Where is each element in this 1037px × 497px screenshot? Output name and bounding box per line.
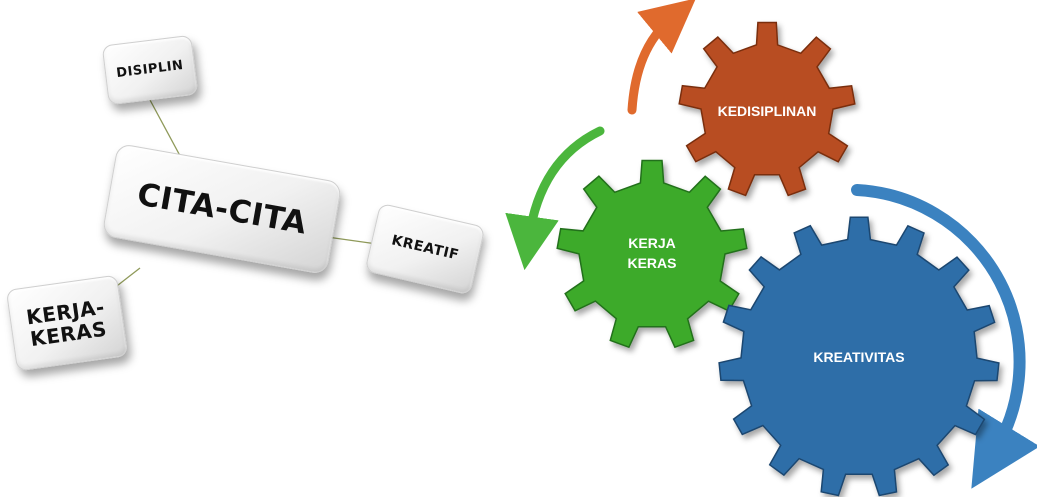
kreativitas-gear [718, 216, 1000, 497]
orange-cycle-arrow [627, 0, 696, 115]
kedisiplinan-label: KEDISIPLINAN [718, 103, 817, 119]
blue-cycle-arrow [851, 184, 1037, 489]
kedisiplinan-gear [678, 21, 856, 197]
green-cycle-arrow [505, 126, 605, 271]
kreativitas-label: KREATIVITAS [813, 349, 904, 365]
kerja-keras-gear [556, 159, 748, 349]
